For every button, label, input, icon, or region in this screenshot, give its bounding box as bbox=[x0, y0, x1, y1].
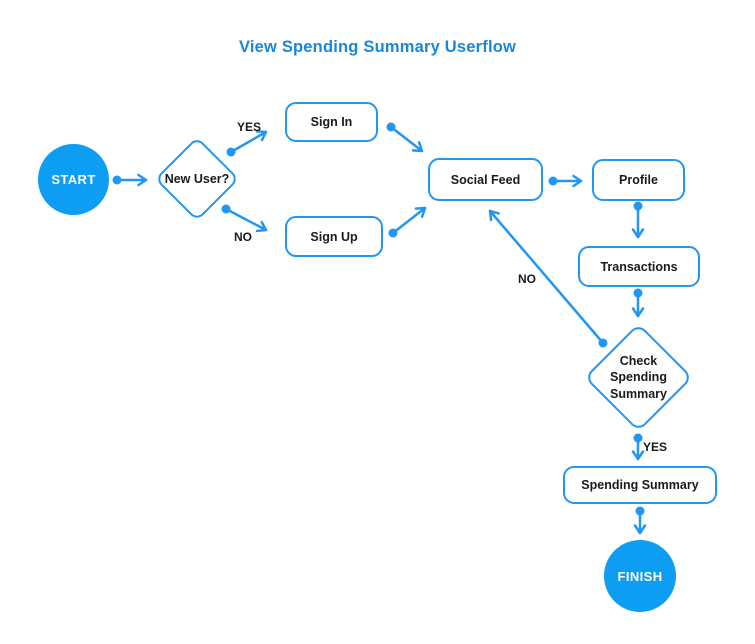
edge-start-to-newuser bbox=[112, 173, 148, 187]
node-new-user-label: New User? bbox=[164, 171, 230, 186]
edge-label-check-spending-no: NO bbox=[518, 272, 536, 286]
node-spending-summary-label: Spending Summary bbox=[581, 478, 699, 492]
node-check-spending: Check Spending Summary bbox=[584, 323, 693, 432]
node-social-feed-label: Social Feed bbox=[450, 172, 521, 187]
node-check-spending-label: Check Spending Summary bbox=[610, 354, 667, 401]
node-spending-summary: Spending Summary bbox=[563, 466, 717, 504]
node-start: START bbox=[38, 144, 109, 215]
edge-check-to-spendingsummary-yes bbox=[631, 433, 645, 461]
node-profile-label: Profile bbox=[619, 173, 658, 187]
node-transactions-label: Transactions bbox=[600, 259, 678, 274]
node-finish: FINISH bbox=[604, 540, 676, 612]
node-transactions: Transactions bbox=[578, 246, 700, 287]
edge-socialfeed-to-profile bbox=[548, 174, 583, 188]
node-new-user: New User? bbox=[154, 136, 240, 222]
edge-label-new-user-yes: YES bbox=[237, 120, 262, 134]
edge-transactions-to-check bbox=[631, 288, 645, 318]
edge-newuser-to-signup bbox=[221, 204, 268, 233]
node-sign-in-label: Sign In bbox=[310, 115, 353, 129]
node-profile: Profile bbox=[592, 159, 685, 201]
edge-label-new-user-no: NO bbox=[234, 230, 252, 244]
edge-label-check-spending-yes: YES bbox=[643, 440, 668, 454]
edge-profile-to-transactions bbox=[631, 201, 645, 239]
node-sign-up-label: Sign Up bbox=[310, 229, 358, 244]
node-start-label: START bbox=[51, 172, 96, 187]
diagram-title: View Spending Summary Userflow bbox=[238, 38, 517, 56]
node-sign-in: Sign In bbox=[285, 102, 378, 142]
node-finish-label: FINISH bbox=[617, 568, 663, 584]
edge-signup-to-socialfeed bbox=[388, 206, 427, 238]
node-social-feed: Social Feed bbox=[428, 158, 543, 201]
edge-signin-to-socialfeed bbox=[386, 122, 424, 153]
node-sign-up: Sign Up bbox=[285, 216, 383, 257]
edge-spendingsummary-to-finish bbox=[633, 506, 647, 535]
edge-newuser-to-signin bbox=[226, 130, 268, 157]
